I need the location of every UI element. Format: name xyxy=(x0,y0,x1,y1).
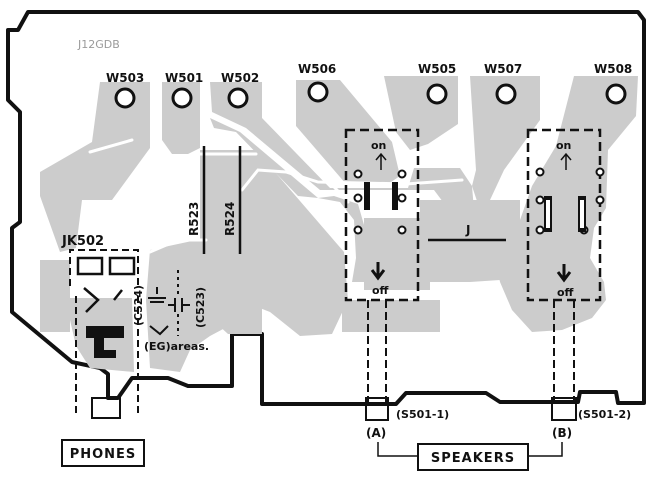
eg-areas-label: (EG)areas. xyxy=(144,340,209,353)
label-w508: W508 xyxy=(594,62,632,76)
pad-w505 xyxy=(426,83,448,105)
switch-a-tag: (A) xyxy=(366,426,386,440)
board-code: J12GDB xyxy=(77,38,120,51)
speakers-connector xyxy=(377,442,563,457)
pad-w506 xyxy=(307,81,329,103)
label-r524: R524 xyxy=(223,202,237,236)
jack-jk502 xyxy=(69,249,139,419)
pad-w507 xyxy=(495,83,517,105)
label-w502: W502 xyxy=(221,71,259,85)
label-w503: W503 xyxy=(106,71,144,85)
phones-label: PHONES xyxy=(70,447,137,462)
pad-w501 xyxy=(171,87,193,109)
wire-pads xyxy=(114,81,627,109)
board-outline xyxy=(6,10,646,406)
label-w505: W505 xyxy=(418,62,456,76)
label-c523: (C523) xyxy=(194,287,207,328)
label-w501: W501 xyxy=(165,71,203,85)
label-w506: W506 xyxy=(298,62,336,76)
label-jumper: J xyxy=(465,223,470,237)
label-c524: (C524) xyxy=(132,285,145,326)
switch-a: on off xyxy=(344,128,420,421)
switch-b-on: on xyxy=(556,139,571,152)
jack-black-pin xyxy=(86,326,124,358)
switch-b: on off xyxy=(526,128,605,421)
speakers-box xyxy=(417,443,529,471)
label-w507: W507 xyxy=(484,62,522,76)
pad-w508 xyxy=(605,83,627,105)
switch-a-ref: (S501-1) xyxy=(396,408,449,421)
switch-b-tag: (B) xyxy=(552,426,572,440)
switch-a-on: on xyxy=(371,139,386,152)
pad-w502 xyxy=(227,87,249,109)
pad-w503 xyxy=(114,87,136,109)
label-r523: R523 xyxy=(187,202,201,236)
capacitor-marks xyxy=(148,270,190,336)
switch-b-ref: (S501-2) xyxy=(578,408,631,421)
resistor-lines xyxy=(202,146,242,254)
speakers-label: SPEAKERS xyxy=(431,451,515,466)
phones-box xyxy=(61,439,145,467)
label-jk502: JK502 xyxy=(61,234,104,249)
switch-a-off: off xyxy=(372,284,389,297)
switch-b-off: off xyxy=(557,286,574,299)
trace-gaps xyxy=(88,138,464,254)
